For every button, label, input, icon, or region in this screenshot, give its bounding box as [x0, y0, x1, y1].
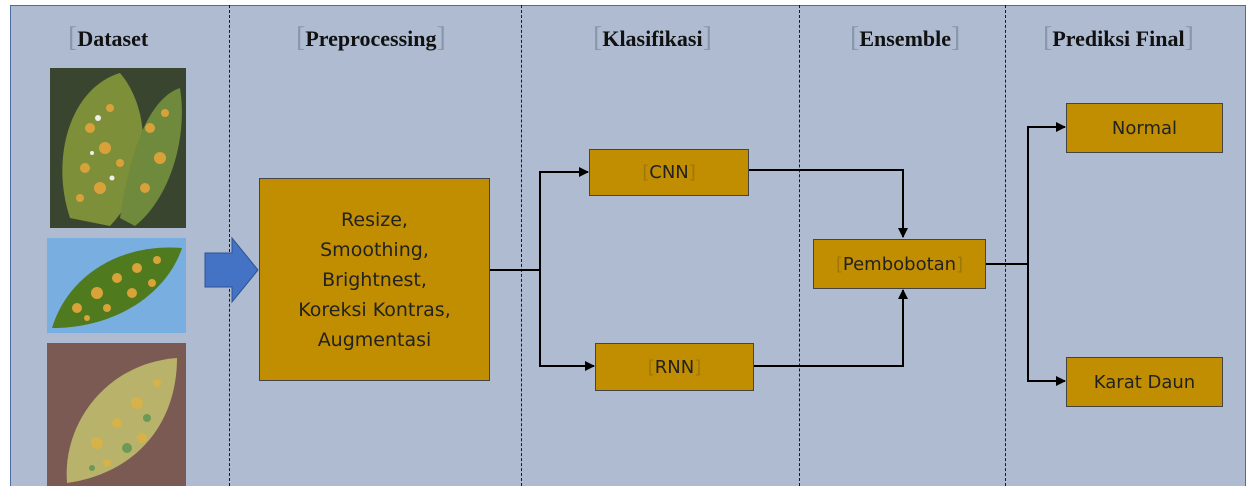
- cnn-box: [CNN]: [589, 149, 749, 196]
- preprocessing-step: Resize,: [341, 208, 408, 231]
- diagram-background: [10, 5, 1246, 486]
- column-divider: [799, 5, 800, 486]
- connector-models-to-ensemble: [749, 169, 908, 367]
- rnn-box: [RNN]: [595, 343, 754, 391]
- preprocessing-step: Augmentasi: [317, 328, 432, 351]
- column-divider: [1005, 5, 1006, 486]
- dataset-leaf-image-3: [47, 343, 186, 486]
- preprocessing-step: Smoothing,: [320, 238, 429, 261]
- output-karat-daun-box: Karat Daun: [1066, 357, 1223, 407]
- connector-ensemble-to-outputs: [986, 122, 1066, 386]
- dataset-leaf-image-1: [50, 68, 186, 228]
- header-klasifikasi: [Klasifikasi]: [593, 22, 712, 53]
- header-dataset: [Dataset: [68, 22, 149, 53]
- header-prediksi-final: [Prediksi Final]: [1043, 22, 1194, 53]
- output-normal-box: Normal: [1066, 103, 1223, 153]
- header-preprocessing: [Preprocessing]: [296, 22, 446, 53]
- output-normal-label: Normal: [1111, 117, 1178, 139]
- rnn-label: RNN: [654, 356, 695, 378]
- ensemble-box: [Pembobotan]: [813, 239, 986, 289]
- connector-pre-to-models: [490, 167, 595, 371]
- output-karat-daun-label: Karat Daun: [1093, 371, 1196, 393]
- block-arrow-right-icon: [204, 236, 259, 304]
- preprocessing-step: Koreksi Kontras,: [298, 298, 451, 321]
- preprocessing-steps: Resize, Smoothing, Brightnest, Koreksi K…: [298, 205, 450, 355]
- preprocessing-box: Resize, Smoothing, Brightnest, Koreksi K…: [259, 178, 490, 381]
- cnn-label: CNN: [649, 162, 689, 183]
- dataset-leaf-image-2: [47, 238, 186, 333]
- header-ensemble: [Ensemble]: [850, 22, 961, 53]
- ensemble-label: Pembobotan: [842, 253, 957, 275]
- column-divider: [229, 5, 230, 486]
- preprocessing-step: Brightnest,: [322, 268, 427, 291]
- column-divider: [521, 5, 522, 486]
